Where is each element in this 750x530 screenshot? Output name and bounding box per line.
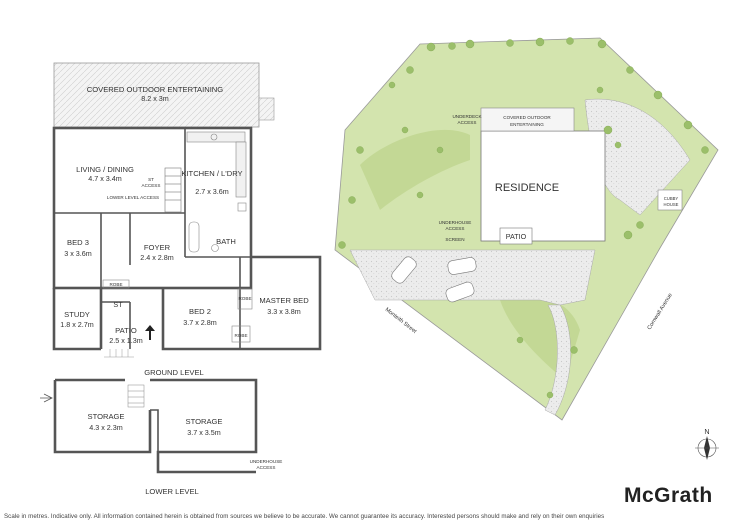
covered-outdoor-site xyxy=(480,107,575,132)
patio-site xyxy=(499,227,533,245)
residence-footprint xyxy=(480,130,606,242)
room-name-master-bed: MASTER BED xyxy=(259,296,309,305)
underhouse-label-2: ACCESS xyxy=(257,465,276,470)
lower-level-title: LOWER LEVEL xyxy=(145,487,199,496)
lower-level-access-label: LOWER LEVEL ACCESS xyxy=(107,195,159,200)
room-dims-kitchen: 2.7 x 3.6m xyxy=(195,187,229,196)
room-dims-patio: 2.5 x 1.3m xyxy=(109,336,143,345)
room-name-bath: BATH xyxy=(216,237,236,246)
tree-icons xyxy=(338,37,709,399)
robe-label-3: ROBE xyxy=(234,333,247,338)
room-dims-covered-outdoor: 8.2 x 3m xyxy=(141,94,169,103)
site-plan xyxy=(334,37,719,460)
north-label: N xyxy=(704,427,709,436)
st-label: ST xyxy=(113,300,123,309)
underhouse-label: UNDERHOUSE xyxy=(250,459,283,464)
patio-site-label: PATIO xyxy=(506,232,527,241)
bedroom-wing-walls xyxy=(161,255,322,351)
lower-level-plan xyxy=(40,378,258,474)
covered-outdoor-entertaining-area xyxy=(53,62,260,128)
cubby-house-label: CUBBY xyxy=(664,196,679,201)
st-access-label-2: ACCESS xyxy=(142,183,161,188)
ground-level-title: GROUND LEVEL xyxy=(144,368,204,377)
study-walls xyxy=(52,288,103,351)
bathtub-icon xyxy=(188,221,200,253)
robe-master xyxy=(231,325,251,343)
underhouse-site-label-2: ACCESS xyxy=(446,226,465,231)
robe-label-1: ROBE xyxy=(109,282,122,287)
room-dims-foyer: 2.4 x 2.8m xyxy=(140,253,174,262)
lower-stairs-icon xyxy=(127,384,145,408)
house-outline-upper xyxy=(52,126,253,290)
underdeck-label: UNDERDECK xyxy=(452,114,482,119)
side-path xyxy=(544,304,571,416)
lower-level-walls xyxy=(53,378,258,474)
cubby-house xyxy=(657,189,683,211)
room-dims-bed2: 3.7 x 2.8m xyxy=(183,318,217,327)
room-dims-storage-2: 3.7 x 3.5m xyxy=(187,428,221,437)
laundry-tub-icon xyxy=(237,202,247,212)
room-dims-master-bed: 3.3 x 3.8m xyxy=(267,307,301,316)
room-dims-study: 1.8 x 2.7m xyxy=(60,320,94,329)
street-monteith: Monteith Street xyxy=(384,307,418,335)
room-name-storage-2: STORAGE xyxy=(186,417,223,426)
room-name-study: STUDY xyxy=(64,310,90,319)
robe-bed3 xyxy=(102,279,130,289)
entry-arrow-icon xyxy=(145,325,155,340)
room-dims-storage-1: 4.3 x 2.3m xyxy=(89,423,123,432)
room-dims-living: 4.7 x 3.4m xyxy=(88,174,122,183)
cubby-house-label-2: HOUSE xyxy=(664,202,679,207)
room-name-kitchen: KITCHEN / L'DRY xyxy=(181,169,242,178)
car-icons xyxy=(391,256,477,303)
room-name-foyer: FOYER xyxy=(144,243,171,252)
north-arrow-icon xyxy=(695,436,719,460)
covered-outdoor-site-label: COVERED OUTDOOR xyxy=(503,115,551,120)
residence-label: RESIDENCE xyxy=(495,182,559,194)
room-name-storage-1: STORAGE xyxy=(88,412,125,421)
room-dims-bed3: 3 x 3.6m xyxy=(64,249,92,258)
stairs-icon xyxy=(164,167,182,213)
ground-level-plan xyxy=(52,62,322,358)
mcgrath-logo: McGrath xyxy=(624,484,713,507)
screen-label: SCREEN xyxy=(445,237,464,242)
room-name-bed2: BED 2 xyxy=(189,307,211,316)
street-cornwall: Cornwall Avenue xyxy=(647,292,674,331)
disclaimer-text: Scale in metres. Indicative only. All in… xyxy=(4,513,605,520)
room-name-bed3: BED 3 xyxy=(67,238,89,247)
robe-bed2 xyxy=(237,288,253,310)
st-access-label: ST xyxy=(148,177,154,182)
covered-outdoor-site-label-2: ENTERTAINING xyxy=(510,122,544,127)
room-name-covered-outdoor: COVERED OUTDOOR ENTERTAINING xyxy=(87,85,224,94)
kitchen-side-bench xyxy=(235,141,247,198)
toilet-icon xyxy=(211,244,219,252)
robe-label-2: ROBE xyxy=(238,296,251,301)
room-name-living: LIVING / DINING xyxy=(76,165,134,174)
patio-steps xyxy=(104,349,134,358)
lower-level-partition xyxy=(150,409,159,452)
deck-stairs xyxy=(258,97,275,121)
kitchen-bench xyxy=(186,131,246,143)
underhouse-site-label: UNDERHOUSE xyxy=(439,220,472,225)
door-arrow-icon xyxy=(40,393,53,403)
underdeck-label-2: ACCESS xyxy=(458,120,477,125)
room-name-patio: PATIO xyxy=(115,326,137,335)
sink-icon xyxy=(210,133,218,141)
